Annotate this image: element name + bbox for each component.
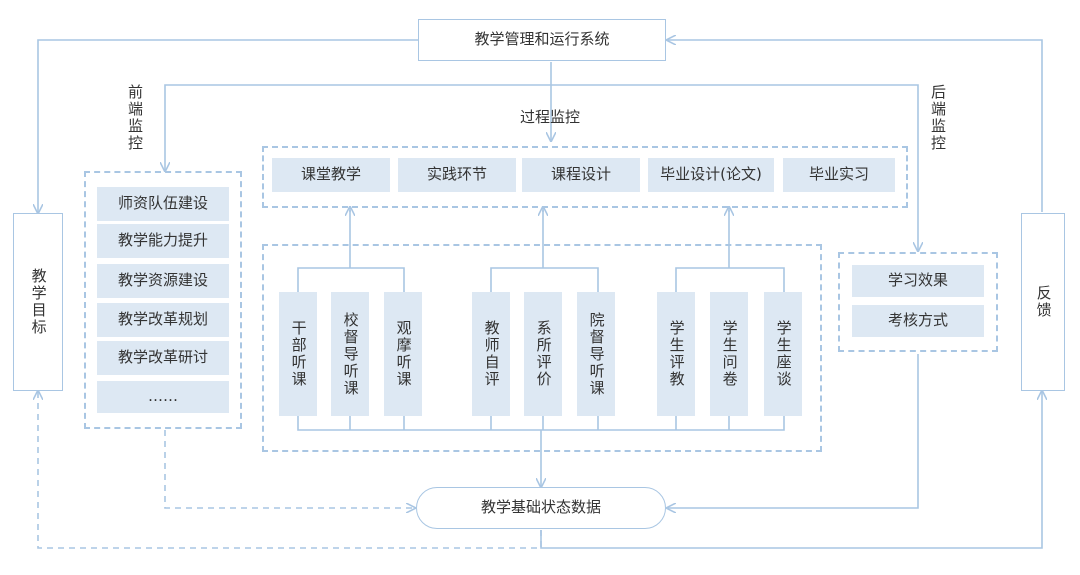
goal-label: 教学目标 xyxy=(29,268,48,336)
dashed-front-to-data xyxy=(164,430,414,508)
line-data-to-feedback xyxy=(540,392,1042,549)
basic-state-data-box: 教学基础状态数据 xyxy=(416,487,666,529)
front-item: 教学改革规划 xyxy=(97,303,229,337)
back-item: 考核方式 xyxy=(852,305,984,337)
bracket-group2-top xyxy=(490,210,599,292)
front-item: 师资队伍建设 xyxy=(97,187,229,221)
back-item: 学习效果 xyxy=(852,265,984,297)
front-monitor-group xyxy=(84,171,242,429)
method-item: 干部听课 xyxy=(279,292,317,416)
goal-box: 教学目标 xyxy=(13,213,63,391)
process-item: 课堂教学 xyxy=(272,158,390,192)
feedback-box: 反馈 xyxy=(1021,213,1065,391)
line-feedback-to-top xyxy=(668,40,1043,212)
method-item: 学生问卷 xyxy=(710,292,748,416)
dashed-data-to-goal xyxy=(38,392,542,549)
feedback-label: 反馈 xyxy=(1034,285,1053,319)
process-item: 毕业实习 xyxy=(783,158,895,192)
back-monitor-label: 后端监控 xyxy=(929,84,947,152)
method-item: 学生评教 xyxy=(657,292,695,416)
front-item: …… xyxy=(97,381,229,413)
front-monitor-label: 前端监控 xyxy=(126,84,144,152)
front-item: 教学能力提升 xyxy=(97,224,229,258)
method-item: 教师自评 xyxy=(472,292,510,416)
process-monitor-group xyxy=(262,146,908,208)
front-item: 教学资源建设 xyxy=(97,264,229,298)
line-back-to-data xyxy=(668,354,919,508)
process-item: 实践环节 xyxy=(398,158,516,192)
process-monitor-label: 过程监控 xyxy=(520,108,581,126)
management-system-label: 教学管理和运行系统 xyxy=(474,30,610,49)
line-top-to-back xyxy=(551,84,918,250)
line-top-to-front xyxy=(165,84,551,170)
method-item: 校督导听课 xyxy=(331,292,369,416)
process-item: 毕业设计(论文) xyxy=(648,158,774,192)
line-top-to-goal xyxy=(38,39,418,212)
front-item: 教学改革研讨 xyxy=(97,341,229,375)
method-item: 系所评价 xyxy=(524,292,562,416)
bracket-group1-top xyxy=(297,210,405,292)
back-monitor-group xyxy=(838,252,998,352)
method-item: 观摩听课 xyxy=(384,292,422,416)
basic-state-data-label: 教学基础状态数据 xyxy=(480,498,601,517)
process-item: 课程设计 xyxy=(522,158,640,192)
method-item: 学生座谈 xyxy=(764,292,802,416)
method-item: 院督导听课 xyxy=(577,292,615,416)
monitoring-methods-group xyxy=(262,244,822,452)
management-system-box: 教学管理和运行系统 xyxy=(418,19,666,61)
bracket-group3-top xyxy=(675,210,785,292)
